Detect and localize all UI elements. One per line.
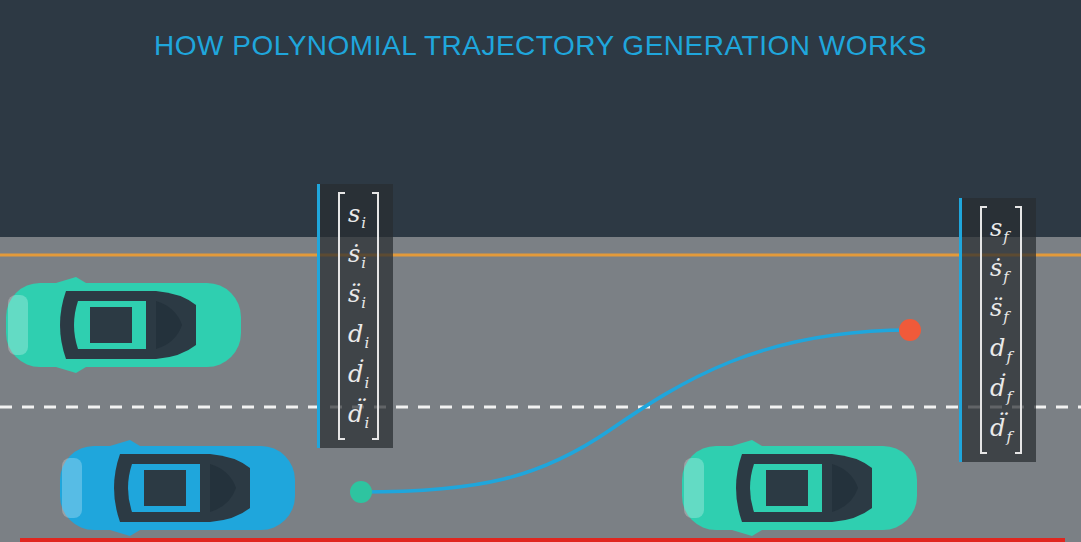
- start-point: [350, 481, 372, 503]
- vector-entry: s̈f: [990, 290, 1012, 330]
- progress-bar: [20, 538, 1065, 542]
- state-vector-box: sfṡfs̈fdfḋfd̈f: [959, 198, 1036, 462]
- vector-entry: ḋi: [348, 356, 369, 396]
- trajectory-curve: [361, 330, 910, 492]
- end-point: [899, 319, 921, 341]
- road-edge-line: [0, 254, 1081, 257]
- road: [0, 237, 1081, 542]
- vector-entry: ṡf: [990, 250, 1012, 290]
- vector-entry: s̈i: [348, 276, 369, 316]
- teal-car: [6, 277, 241, 373]
- lane-divider: [0, 406, 1081, 409]
- vector-entry: si: [348, 196, 369, 236]
- vector-entry: d̈i: [348, 396, 369, 436]
- matrix-bracket: sfṡfs̈fdfḋfd̈f: [980, 206, 1022, 454]
- vector-entry: ṡi: [348, 236, 369, 276]
- teal-car: [682, 440, 917, 536]
- vector-entry: ḋf: [990, 370, 1012, 410]
- vector-entry: di: [348, 316, 369, 356]
- ego-car: [60, 440, 295, 536]
- vector-entry: d̈f: [990, 410, 1012, 450]
- state-vector-box: siṡis̈idiḋid̈i: [317, 184, 393, 448]
- vector-entry: df: [990, 330, 1012, 370]
- title: HOW POLYNOMIAL TRAJECTORY GENERATION WOR…: [0, 30, 1081, 62]
- vector-entry: sf: [990, 210, 1012, 250]
- matrix-bracket: siṡis̈idiḋid̈i: [338, 192, 379, 440]
